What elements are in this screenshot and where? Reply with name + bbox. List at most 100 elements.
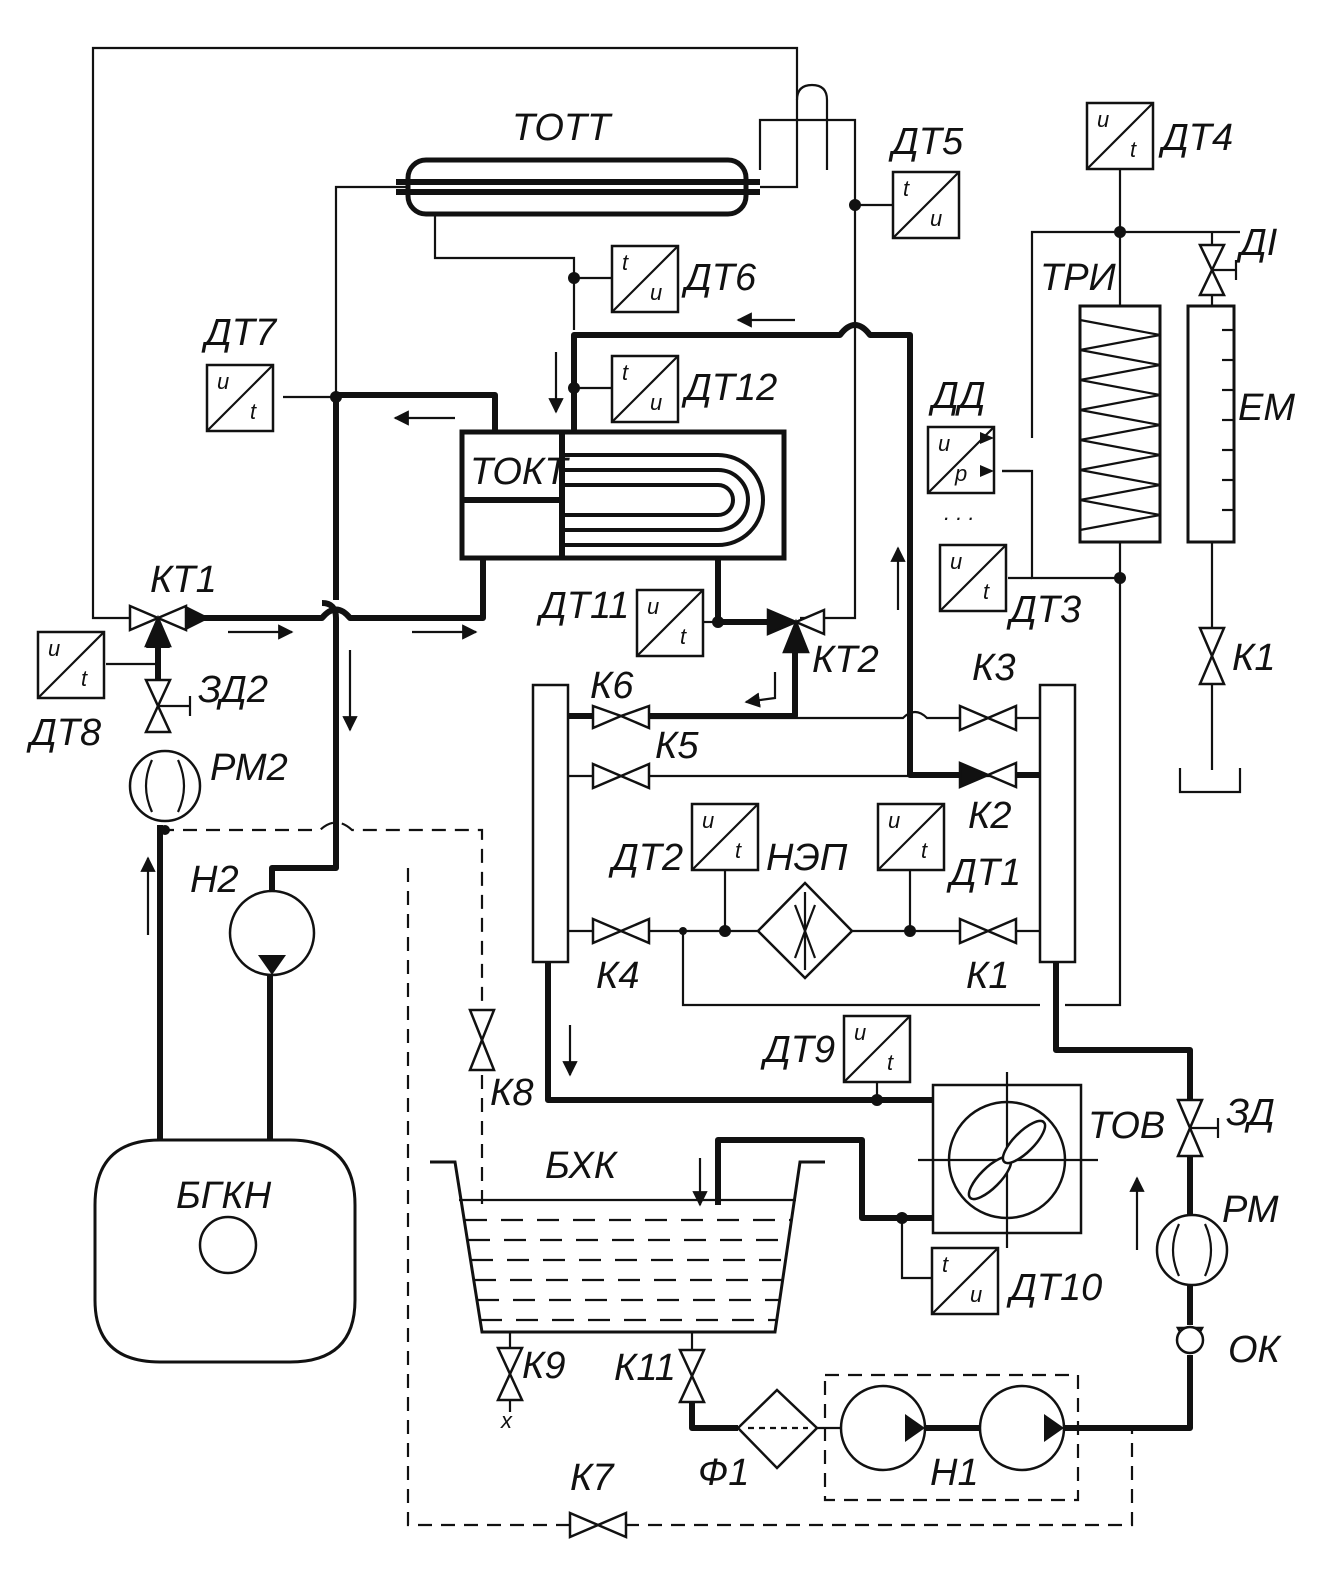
bxk-tank: БХК [430, 1145, 825, 1334]
k8-label: К8 [490, 1072, 534, 1114]
n1-label: Н1 [930, 1452, 979, 1494]
k9-label: К9 [522, 1345, 566, 1387]
svg-text:u: u [950, 549, 962, 574]
svg-text:u: u [930, 206, 942, 231]
valve-dp[interactable]: ДІ [1198, 222, 1278, 297]
em-vessel: ЕМ [1186, 304, 1295, 544]
zd-label: ЗД [1226, 1092, 1275, 1134]
sensor-dt6: tu ДТ6 [610, 244, 757, 314]
valve-k11[interactable]: К11 [614, 1347, 706, 1404]
svg-text:t: t [680, 624, 687, 649]
dt3-label: ДТ3 [1006, 589, 1081, 631]
valve-k4[interactable]: К4 [591, 917, 651, 997]
pump-h2: Н2 [190, 859, 316, 977]
valve-k2[interactable]: К2 [958, 761, 1018, 837]
zd2-label: ЗД2 [198, 669, 268, 711]
k11-label: К11 [614, 1347, 676, 1389]
svg-text:t: t [983, 579, 990, 604]
sensor-dt1: ut ДТ1 [876, 802, 1021, 894]
valve-k1-right[interactable]: К1 [1198, 626, 1276, 686]
valve-kt1[interactable]: КТ1 [128, 559, 217, 648]
svg-text:t: t [622, 360, 629, 385]
em-label: ЕМ [1238, 387, 1295, 429]
tov-fan: ТОВ [918, 1072, 1165, 1248]
sensor-dt10: tu ДТ10 [930, 1246, 1102, 1316]
svg-text:u: u [647, 594, 659, 619]
valves: К6 К5 К4 К3 К2 К1 К7 [144, 222, 1278, 1539]
junction-dots [160, 199, 1126, 1224]
svg-text:t: t [887, 1050, 894, 1075]
svg-text:u: u [650, 390, 662, 415]
kt2-label: КТ2 [812, 639, 879, 681]
sensor-dd: up ДД . . . [926, 375, 996, 525]
valve-k1[interactable]: К1 [958, 917, 1018, 997]
k3-label: К3 [972, 647, 1016, 689]
flow-arrows [140, 312, 1145, 1250]
flowmeter-rm2: РМ2 [128, 747, 288, 823]
valve-k5[interactable]: К5 [591, 725, 699, 790]
svg-text:t: t [1130, 137, 1137, 162]
svg-text:t: t [921, 838, 928, 863]
tott-heat-exchanger: ТОТТ [396, 107, 760, 217]
valve-zd[interactable]: ЗД [1176, 1092, 1275, 1158]
tokt-heat-exchanger: ТОКТ [459, 429, 787, 561]
sensor-dt4: ut ДТ4 [1085, 101, 1233, 171]
valve-k8[interactable]: К8 [468, 1008, 534, 1114]
dt12-label: ДТ12 [681, 367, 777, 409]
tokt-label: ТОКТ [470, 451, 570, 493]
k6-label: К6 [590, 665, 634, 707]
svg-text:p: p [954, 461, 967, 486]
valve-k3[interactable]: К3 [958, 647, 1018, 732]
rm1-label: РМ [1222, 1189, 1279, 1231]
sensor-dt9: ut ДТ9 [760, 1014, 912, 1084]
pump-h1: Н1 [839, 1384, 1066, 1494]
k1x-label: К1 [1232, 637, 1276, 679]
tri-label: ТРИ [1040, 257, 1117, 299]
k1-label: К1 [966, 955, 1010, 997]
dt1-label: ДТ1 [946, 852, 1021, 894]
valve-k7[interactable]: К7 [568, 1457, 628, 1539]
dt10-label: ДТ10 [1006, 1267, 1102, 1309]
sensor-dt3: ut ДТ3 [938, 543, 1081, 631]
bgkn-tank: БГКН [93, 1138, 357, 1364]
svg-text:t: t [622, 250, 629, 275]
sensors: tu ДТ5 ut ДТ4 tu ДТ6 tu ДТ12 ut ДТ7 [26, 101, 1233, 1316]
manifold-right [1038, 683, 1077, 964]
kt1-label: КТ1 [150, 559, 217, 601]
bgkn-label: БГКН [176, 1175, 272, 1217]
n2-label: Н2 [190, 859, 239, 901]
valve-k9[interactable]: К9 x [496, 1345, 566, 1433]
filter-f1: Ф1 [698, 1388, 819, 1494]
k5-label: К5 [655, 725, 699, 767]
svg-text:u: u [938, 431, 950, 456]
svg-text:t: t [735, 838, 742, 863]
svg-text:u: u [888, 808, 900, 833]
svg-text:u: u [217, 369, 229, 394]
check-valve-ok: ОК [1175, 1325, 1283, 1371]
dashed-lines [160, 821, 1134, 1527]
svg-text:t: t [903, 176, 910, 201]
tri-unit: ТРИ [1040, 257, 1162, 544]
sensor-dt8: ut ДТ8 [26, 630, 106, 754]
dt2-label: ДТ2 [608, 837, 683, 879]
dt11-label: ДТ11 [536, 585, 629, 627]
sensor-dt2: ut ДТ2 [608, 802, 760, 879]
f1-label: Ф1 [698, 1452, 749, 1494]
valve-k6[interactable]: К6 [590, 665, 651, 730]
svg-text:t: t [81, 666, 88, 691]
svg-text:u: u [854, 1020, 866, 1045]
svg-text:u: u [650, 280, 662, 305]
nep-filter: НЭП [756, 837, 854, 980]
svg-text:u: u [702, 808, 714, 833]
dt5-label: ДТ5 [888, 121, 964, 163]
nep-label: НЭП [766, 837, 848, 879]
flowmeter-rm1: РМ [1155, 1189, 1279, 1287]
valve-kt2[interactable]: КТ2 [766, 608, 879, 681]
valve-zd2[interactable]: ЗД2 [144, 669, 268, 734]
dt9-label: ДТ9 [760, 1029, 835, 1071]
sensor-dt11: ut ДТ11 [536, 585, 705, 658]
svg-text:u: u [1097, 107, 1109, 132]
k7-label: К7 [570, 1457, 615, 1499]
dt6-label: ДТ6 [681, 257, 757, 299]
